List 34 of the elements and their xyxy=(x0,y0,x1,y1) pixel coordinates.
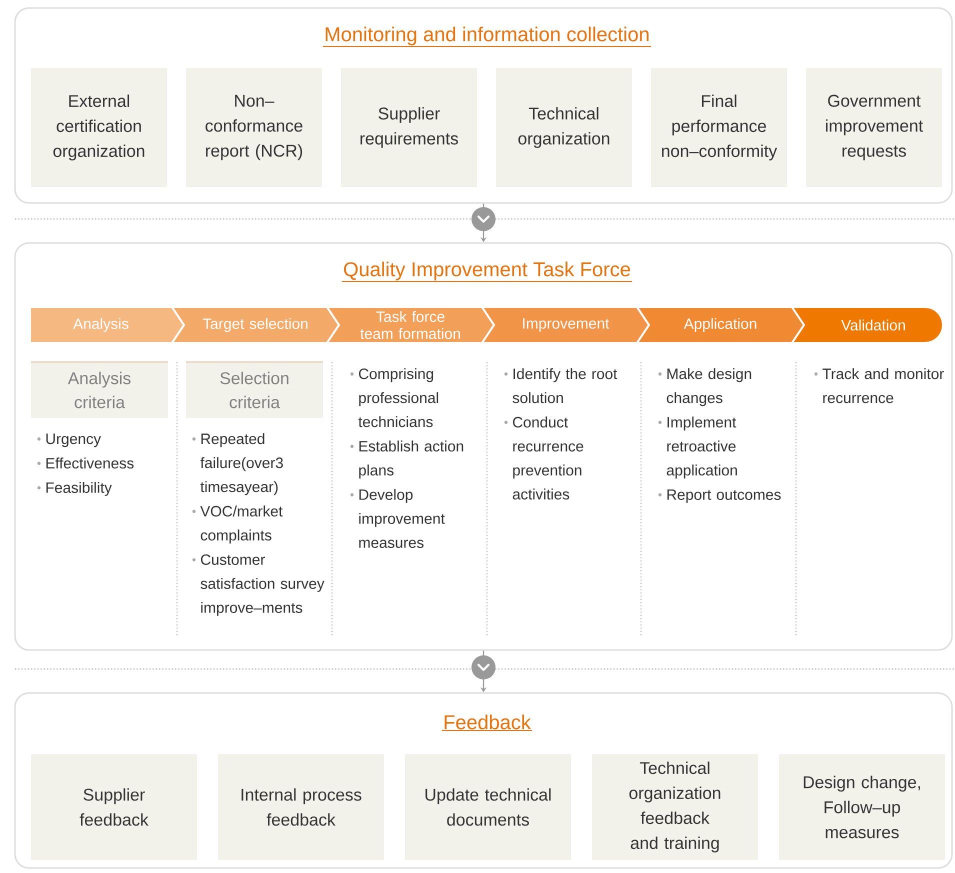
list-item: Repeated failure(over3 timesayear) xyxy=(192,433,283,496)
list-item: Establish action plans xyxy=(350,440,464,478)
list-item: Conduct recurrence prevention activities xyxy=(504,416,584,500)
process-step: Task force team formation xyxy=(325,306,496,344)
list-item: Implement retroactive application xyxy=(658,416,737,479)
list-item: Track and monitor recurrence xyxy=(814,368,944,404)
process-box: Design change, Follow–up measures xyxy=(779,754,945,860)
process-box: Government improvement requests xyxy=(806,68,942,187)
process-box: Internal process feedback xyxy=(218,754,384,860)
process-step: Analysis xyxy=(29,306,186,344)
list-item: Identify the root solution xyxy=(504,368,618,404)
process-box: Technical organization feedback and training xyxy=(592,754,758,860)
process-step: Improvement xyxy=(480,306,650,344)
process-box: Non–conformance report (NCR) xyxy=(186,68,322,187)
process-step: Application xyxy=(635,306,806,344)
process-box: Supplier requirements xyxy=(341,68,477,187)
list-item: Feasibility xyxy=(37,482,112,496)
process-box: Update technical documents xyxy=(405,754,571,860)
process-box: Technical organization xyxy=(496,68,632,187)
process-step: Target selection xyxy=(170,306,340,344)
process-box: External certification organization xyxy=(31,68,167,187)
list-item: Customer satisfaction survey improve–ments xyxy=(192,554,324,616)
list-item: VOC/market complaints xyxy=(192,506,283,544)
process-box: Final performance non–conformity xyxy=(651,68,787,187)
process-box: Supplier feedback xyxy=(31,754,197,860)
process-step: Validation xyxy=(791,306,944,344)
list-item: Make design changes xyxy=(658,368,752,406)
criteria-box: Analysis criteria xyxy=(31,361,168,418)
list-item: Comprising professional technicians xyxy=(350,368,438,428)
list-item: Develop improvement measures xyxy=(350,488,445,548)
criteria-box: Selection criteria xyxy=(186,361,323,418)
list-item: Report outcomes xyxy=(658,490,781,503)
list-item: Urgency xyxy=(37,434,102,448)
list-item: Effectiveness xyxy=(37,458,134,469)
